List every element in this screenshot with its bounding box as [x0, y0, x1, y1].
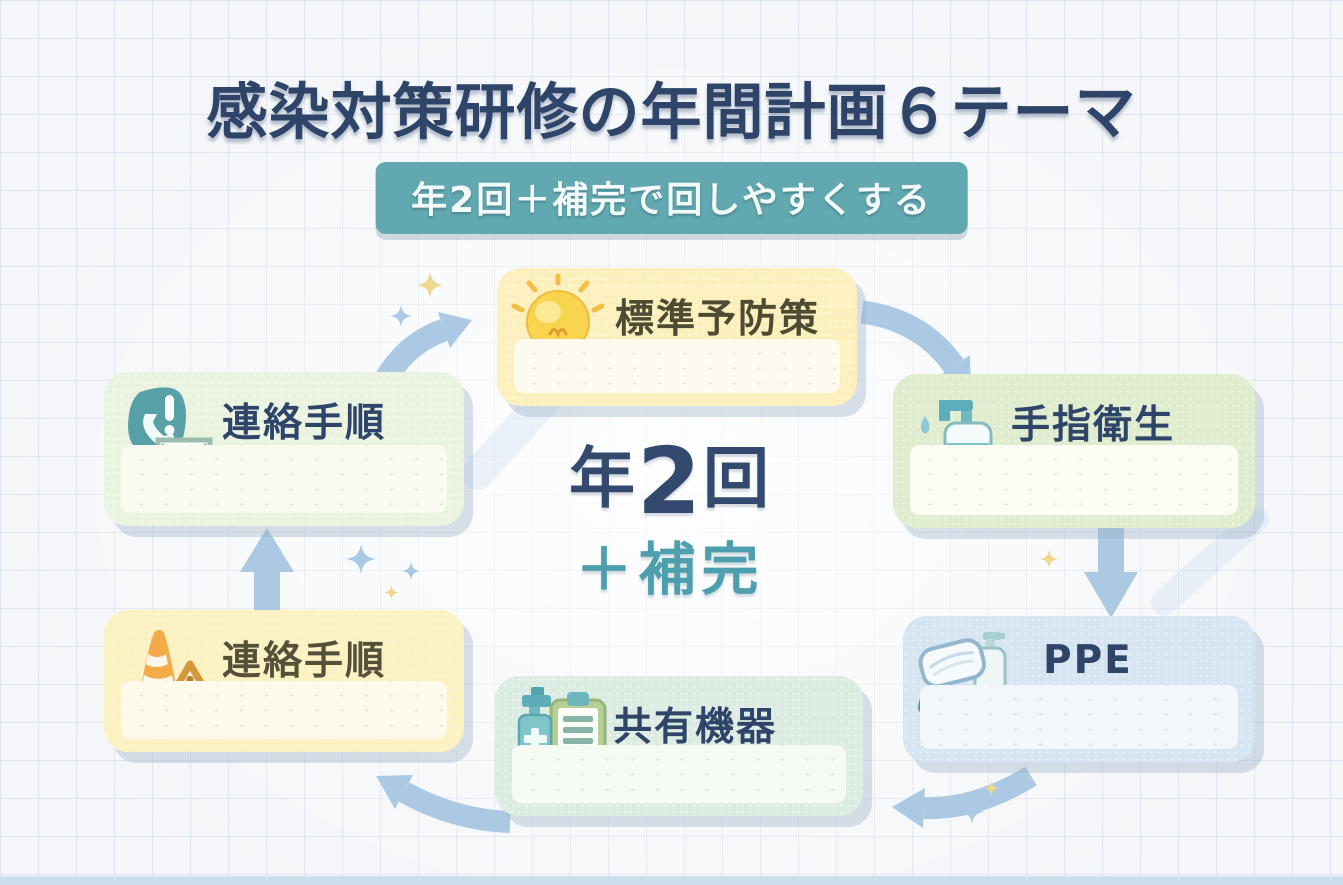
node-label: PPE — [1043, 638, 1133, 683]
node-shared-equipment: 共有機器 — [495, 676, 863, 816]
node-label: 手指衛生 — [1011, 403, 1176, 448]
center-frequency-text: 年2回 — [568, 428, 771, 535]
sparkle-icon — [402, 562, 420, 580]
sparkle-icon — [417, 272, 443, 298]
node-note-panel — [121, 681, 447, 739]
subtitle-badge: 年2回＋補完で回しやすくする — [375, 162, 968, 234]
node-label: 連絡手順 — [222, 639, 387, 684]
node-hand-hygiene: 手指衛生 — [893, 374, 1255, 528]
node-note-panel — [514, 339, 840, 393]
sparkle-icon — [384, 585, 399, 600]
arrow-left-icon — [892, 766, 1037, 828]
node-label: 共有機器 — [613, 705, 778, 750]
sparkle-icon — [984, 781, 999, 796]
node-note-panel — [920, 685, 1238, 749]
node-note-panel — [121, 445, 447, 513]
sparkle-icon — [960, 800, 984, 824]
page-title: 感染対策研修の年間計画６テーマ — [206, 77, 1137, 148]
arrow-down-icon — [1084, 528, 1138, 618]
sparkle-icon — [346, 544, 376, 574]
node-label: 連絡手順 — [222, 401, 387, 446]
sparkle-icon — [1040, 550, 1058, 568]
node-label: 標準予防策 — [615, 297, 821, 342]
node-standard-precautions: 標準予防策 — [497, 268, 857, 406]
node-contact-procedure-phone: 連絡手順 — [104, 372, 464, 526]
node-contact-procedure-alert: 連絡手順 — [104, 610, 464, 752]
arrow-up-icon — [240, 528, 294, 612]
center-supplement-text: ＋補完 — [575, 537, 765, 603]
node-note-panel — [910, 445, 1238, 515]
arrow-up-left-icon — [376, 775, 511, 833]
center-highlight: 年2回 ＋補完 — [495, 436, 845, 599]
sparkle-icon — [390, 305, 412, 327]
node-note-panel — [512, 745, 846, 803]
bottom-edge-strip — [0, 876, 1343, 885]
node-ppe: PPE — [903, 616, 1255, 762]
